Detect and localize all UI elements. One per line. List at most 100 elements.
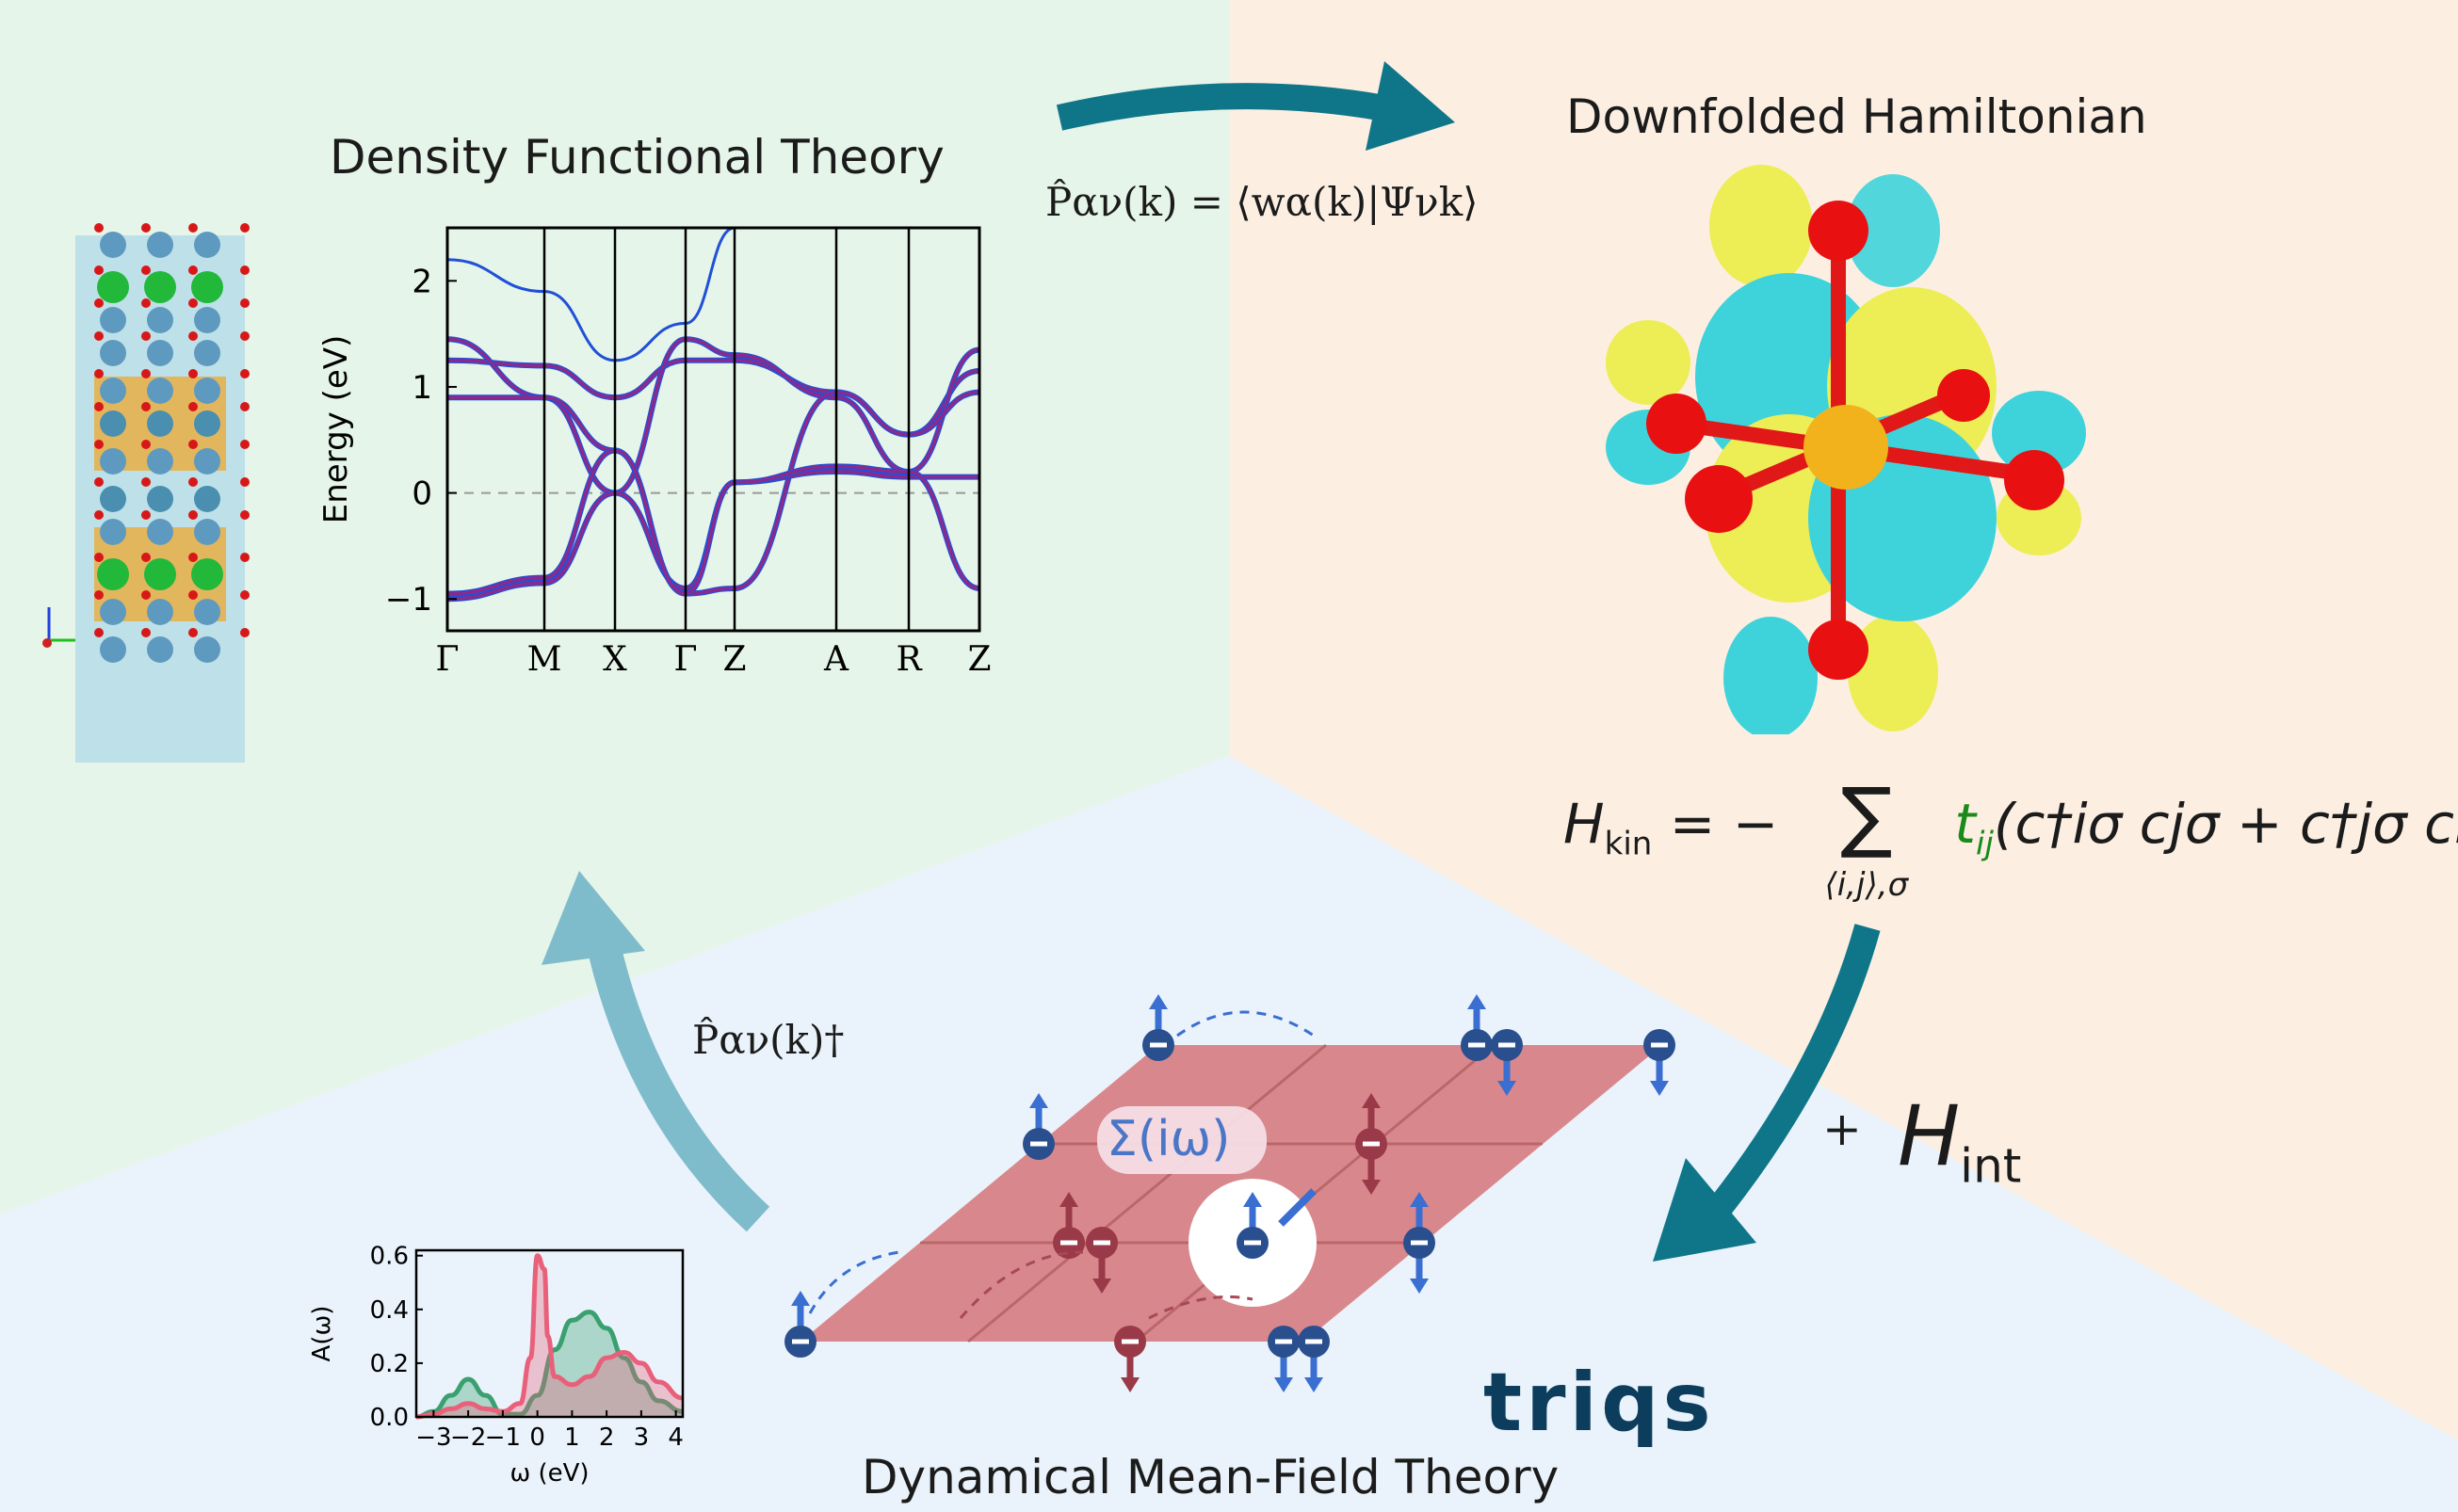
x-tick-label: −1 bbox=[485, 1424, 521, 1452]
y-tick-label: −1 bbox=[385, 581, 432, 619]
oxygen-atom bbox=[240, 369, 250, 378]
y-tick-label: 0.6 bbox=[370, 1243, 409, 1271]
atom bbox=[194, 636, 220, 663]
oxygen-atom bbox=[94, 590, 104, 600]
electron-charge bbox=[1122, 1339, 1139, 1344]
atom bbox=[147, 307, 173, 333]
orbital-lobe bbox=[1846, 174, 1940, 287]
self-energy-label: Σ(iω) bbox=[1107, 1111, 1231, 1167]
arrow-hamiltonian-to-dmft-head bbox=[1653, 1158, 1756, 1262]
spin-down-arrowhead bbox=[1304, 1377, 1323, 1392]
oxygen-atom bbox=[141, 590, 151, 600]
oxygen-atom bbox=[1646, 394, 1706, 454]
oxygen-atom bbox=[94, 298, 104, 308]
x-tick-label: 4 bbox=[668, 1424, 684, 1452]
oxygen-atom bbox=[94, 331, 104, 341]
lattice-sites bbox=[784, 994, 1675, 1392]
x-tick-label: Z bbox=[967, 640, 991, 679]
electron-charge bbox=[792, 1339, 809, 1344]
oxygen-atom bbox=[240, 223, 250, 233]
atom bbox=[194, 410, 220, 437]
atom bbox=[100, 378, 126, 404]
oxygen-atom bbox=[240, 553, 250, 562]
y-tick-label: 0.2 bbox=[370, 1350, 409, 1378]
spin-down-arrowhead bbox=[1274, 1377, 1293, 1392]
oxygen-atom bbox=[188, 223, 198, 233]
plot-frame bbox=[414, 1248, 685, 1419]
atom bbox=[147, 340, 173, 366]
atom bbox=[144, 271, 176, 303]
oxygen-atom bbox=[141, 477, 151, 487]
atom bbox=[100, 307, 126, 333]
crystal-structure-image bbox=[42, 223, 250, 763]
spin-up-arrowhead bbox=[1029, 1093, 1048, 1108]
hamiltonian-sector bbox=[1229, 0, 2458, 1440]
band-line bbox=[447, 228, 979, 362]
electron-charge bbox=[1468, 1042, 1485, 1048]
oxygen-atom bbox=[141, 628, 151, 637]
band-line bbox=[447, 390, 979, 596]
spin-up-arrowhead bbox=[791, 1291, 810, 1306]
oxygen-atom bbox=[1685, 465, 1753, 533]
electron-charge bbox=[1651, 1042, 1668, 1048]
spin-down-arrowhead bbox=[1121, 1377, 1140, 1392]
hopping-t: t bbox=[1954, 792, 1977, 856]
oxygen-atom bbox=[141, 369, 151, 378]
orbital-lobe bbox=[1606, 320, 1690, 405]
atom bbox=[194, 378, 220, 404]
metal-atom bbox=[1803, 405, 1888, 490]
y-tick-label: 0 bbox=[412, 475, 432, 513]
oxygen-atom bbox=[94, 510, 104, 520]
oxygen-atom bbox=[240, 628, 250, 637]
oxygen-atom bbox=[1808, 619, 1868, 680]
spin-up-arrowhead bbox=[1059, 1192, 1078, 1207]
orbital-lobe bbox=[1709, 165, 1813, 287]
orbital-lobe bbox=[1723, 617, 1818, 734]
arrow-hamiltonian-to-dmft bbox=[1704, 924, 1881, 1223]
electron-charge bbox=[1030, 1141, 1047, 1147]
atom bbox=[194, 519, 220, 545]
h-kin-subscript: kin bbox=[1604, 825, 1653, 863]
spin-up-arrowhead bbox=[1362, 1093, 1381, 1108]
x-tick-label: Z bbox=[722, 640, 746, 679]
oxygen-atom bbox=[188, 477, 198, 487]
atom bbox=[194, 307, 220, 333]
atom bbox=[100, 486, 126, 512]
sum-subscript: ⟨i,j⟩,σ bbox=[1824, 866, 1909, 904]
oxygen-atom bbox=[188, 298, 198, 308]
arrow-dmft-to-dft bbox=[586, 938, 770, 1232]
projector-dagger-equation: P̂αν(k)† bbox=[692, 1017, 845, 1063]
x-tick-label: Γ bbox=[436, 640, 460, 679]
x-tick-label: −3 bbox=[415, 1424, 451, 1452]
sum-symbol: ∑ bbox=[1840, 772, 1893, 861]
h-int-subscript: int bbox=[1960, 1138, 2022, 1194]
oxygen-atom bbox=[94, 223, 104, 233]
arrow-dmft-to-dft-head bbox=[542, 871, 645, 965]
oxygen-atom bbox=[188, 402, 198, 411]
spin-down-arrowhead bbox=[1362, 1180, 1381, 1195]
spectral-area bbox=[416, 1255, 683, 1417]
spin-down-arrowhead bbox=[1410, 1279, 1429, 1294]
oxygen-atom bbox=[141, 331, 151, 341]
y-tick-label: 2 bbox=[412, 263, 432, 300]
y-axis-label: A(ω) bbox=[308, 1306, 336, 1362]
h-kin-equals: = − bbox=[1652, 792, 1779, 856]
atom bbox=[147, 486, 173, 512]
x-tick-label: −2 bbox=[450, 1424, 486, 1452]
plot-frame bbox=[445, 226, 981, 633]
atom bbox=[147, 636, 173, 663]
h-int-plus: + bbox=[1822, 1102, 1862, 1156]
oxygen-atom bbox=[240, 440, 250, 449]
h-kin-symbol: H bbox=[1563, 792, 1605, 856]
oxygen-atom bbox=[141, 440, 151, 449]
spin-up-arrowhead bbox=[1410, 1192, 1429, 1207]
oxygen-atom bbox=[141, 223, 151, 233]
oxygen-atom bbox=[188, 331, 198, 341]
orbital-image bbox=[1606, 165, 2086, 734]
oxygen-atom bbox=[94, 402, 104, 411]
oxygen-atom bbox=[188, 440, 198, 449]
electron-charge bbox=[1093, 1240, 1110, 1246]
